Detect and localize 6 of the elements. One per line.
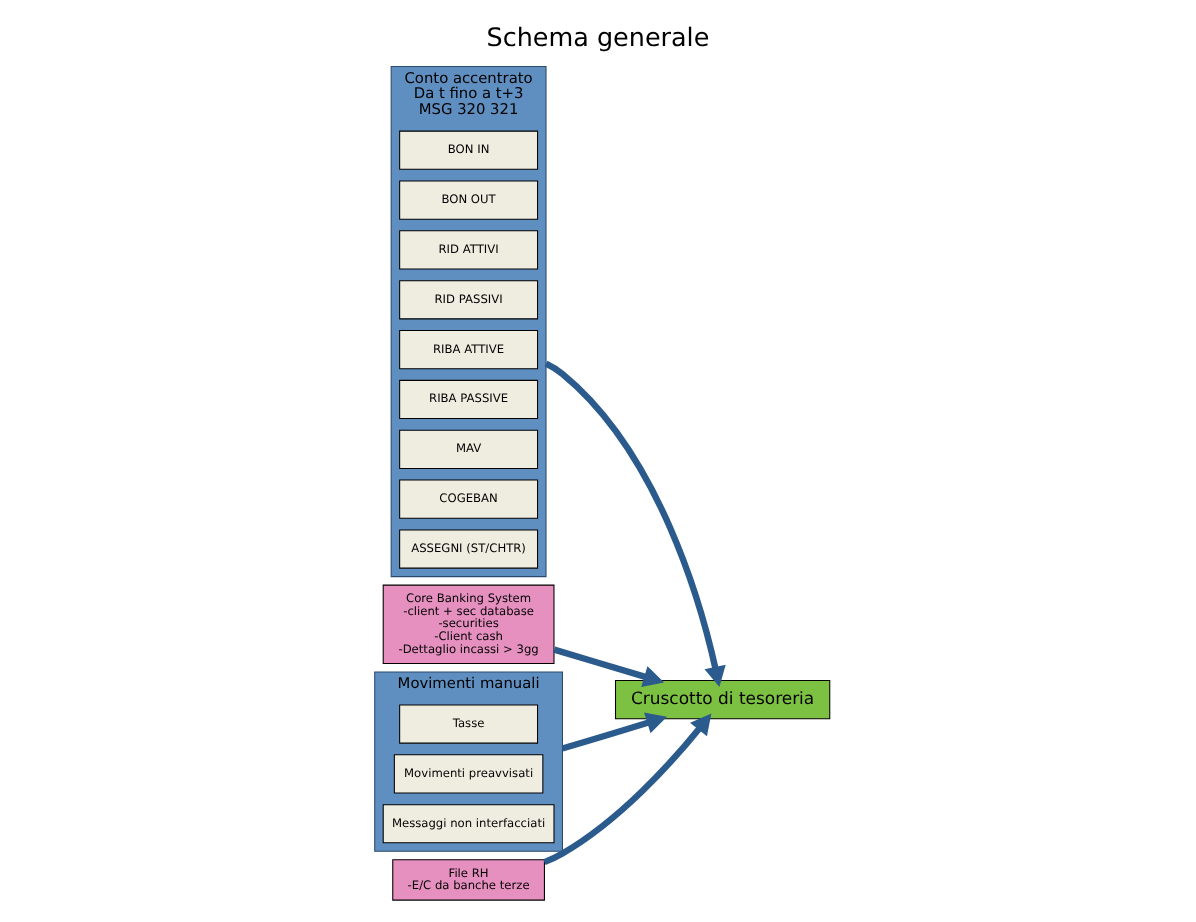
arrow xyxy=(543,713,712,866)
arrow xyxy=(544,360,726,688)
node-box: Cruscotto di tesoreria xyxy=(614,680,831,720)
arrow xyxy=(553,646,665,687)
arrow xyxy=(561,712,668,752)
diagram-title: Schema generale xyxy=(486,22,710,53)
